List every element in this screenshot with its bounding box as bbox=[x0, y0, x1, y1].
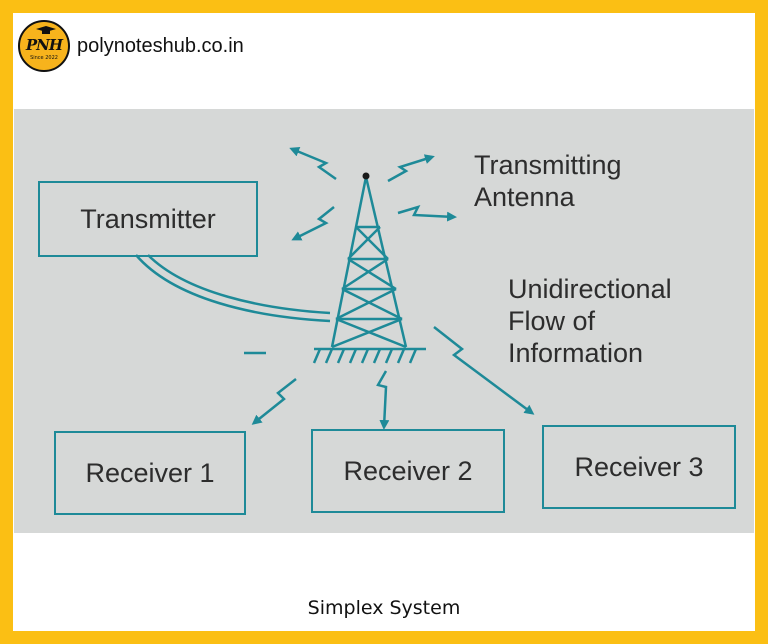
radiation-arrow-w bbox=[291, 206, 335, 241]
radiation-arrow-e bbox=[397, 204, 457, 222]
site-name[interactable]: polynoteshub.co.in bbox=[77, 34, 244, 57]
arrow-to-receiver-2 bbox=[376, 370, 390, 430]
antenna-label-line2: Antenna bbox=[474, 182, 575, 212]
cable-line-inner bbox=[147, 254, 331, 315]
flow-label-line1: Unidirectional bbox=[508, 274, 672, 304]
site-logo: PNH Since 2022 bbox=[18, 20, 70, 72]
receiver-1-box: Receiver 1 bbox=[54, 431, 246, 515]
transmitter-box: Transmitter bbox=[38, 181, 258, 257]
receiver-1-label: Receiver 1 bbox=[85, 457, 215, 488]
arrow-to-receiver-1 bbox=[251, 378, 297, 425]
antenna-tip bbox=[362, 172, 370, 180]
receiver-3-box: Receiver 3 bbox=[542, 425, 736, 509]
logo-monogram: PNH bbox=[25, 36, 63, 54]
antenna-tower-icon bbox=[244, 176, 426, 364]
radiation-arrow-nw bbox=[289, 147, 337, 181]
figure-caption: Simplex System bbox=[307, 597, 461, 619]
radiation-arrow-ne bbox=[387, 154, 435, 183]
logo-since: Since 2022 bbox=[30, 55, 58, 61]
receiver-2-box: Receiver 2 bbox=[311, 429, 505, 513]
receiver-2-label: Receiver 2 bbox=[343, 455, 473, 486]
diagram-photo: Transmitter Transmitting Antenna Unidire… bbox=[14, 109, 754, 533]
receiver-3-label: Receiver 3 bbox=[574, 451, 704, 482]
graduation-cap-icon bbox=[36, 26, 56, 34]
cable-line bbox=[135, 254, 331, 323]
flow-label-line3: Information bbox=[508, 338, 644, 368]
antenna-label: Transmitting Antenna bbox=[474, 149, 622, 213]
simplex-diagram bbox=[135, 147, 535, 430]
transmitter-label: Transmitter bbox=[80, 203, 216, 234]
antenna-label-line1: Transmitting bbox=[474, 150, 622, 180]
arrow-to-receiver-3 bbox=[433, 326, 535, 415]
brand-header[interactable]: PNH Since 2022 polynoteshub.co.in bbox=[18, 19, 244, 73]
flow-label: Unidirectional Flow of Information bbox=[508, 273, 672, 369]
flow-label-line2: Flow of bbox=[508, 306, 596, 336]
